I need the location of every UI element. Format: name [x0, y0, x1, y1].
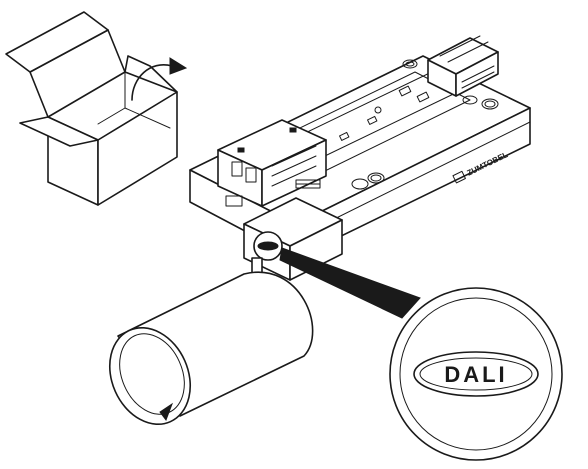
- callout-wedge: [279, 247, 421, 319]
- dali-badge: DALI: [389, 287, 563, 461]
- dali-label: DALI: [444, 362, 507, 387]
- small-dali-badge: [253, 231, 283, 261]
- spotlight-cylinder: [108, 271, 314, 426]
- open-box-icon: [5, 11, 178, 206]
- track-adapter: ZUMTOBEL: [189, 35, 531, 281]
- contact-block-left: [217, 119, 327, 207]
- curved-arrow-icon: [131, 57, 188, 101]
- contact-block-right: [427, 35, 499, 97]
